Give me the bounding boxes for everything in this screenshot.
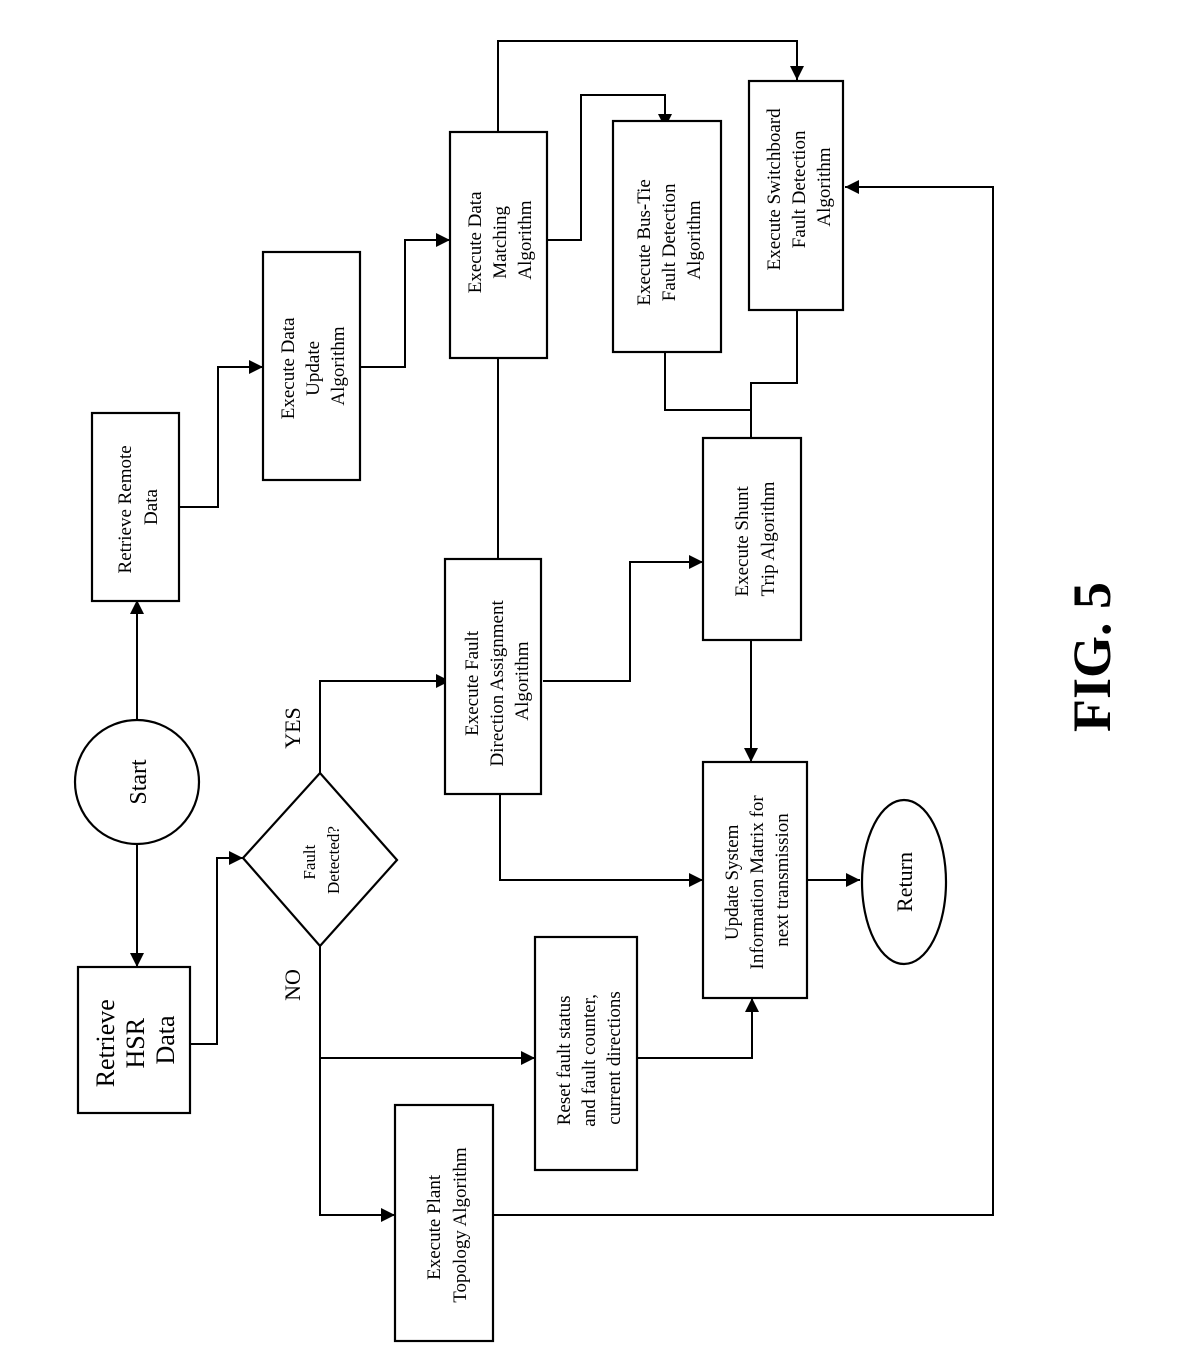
data-matching-box — [448, 130, 549, 360]
update-matrix-label: Update System Information Matrix for nex… — [722, 791, 793, 970]
edge-fault-direction-to-shunt-trip — [543, 555, 703, 682]
node-data-matching: Execute Data Matching Algorithm — [448, 130, 549, 360]
retrieve-hsr-box — [76, 965, 192, 1115]
node-data-update: Execute Data Update Algorithm — [261, 250, 362, 482]
edge-fault-direction-to-update-matrix — [499, 790, 703, 887]
edge-retrieve-hsr-to-fault-detected — [190, 851, 243, 1045]
node-bus-tie: Execute Bus-Tie Fault Detection Algorith… — [611, 119, 723, 354]
edge-reset-fault-to-update-matrix — [628, 998, 759, 1059]
switchboard-label: Execute Switchboard Fault Detection Algo… — [764, 104, 835, 271]
edge-switchboard-to-shunt-trip — [744, 300, 798, 467]
node-shunt-trip: Execute Shunt Trip Algorithm — [701, 436, 803, 642]
reset-fault-label: Reset fault status and fault counter, cu… — [554, 989, 625, 1126]
start-terminal-shape — [73, 718, 201, 846]
return-label: Return — [892, 852, 917, 912]
fault-direction-label: Execute Fault Direction Assignment Algor… — [462, 596, 533, 767]
node-retrieve-remote-data: Retrieve Remote Data — [90, 411, 181, 603]
node-plant-topology: Execute Plant Topology Algorithm — [393, 1103, 495, 1343]
fault-detected-diamond — [241, 771, 399, 948]
node-start: Start — [73, 718, 201, 846]
shunt-trip-box — [701, 436, 803, 642]
edge-plant-topology-to-switchboard — [493, 180, 994, 1216]
fault-detected-label: Fault Detected? — [300, 826, 343, 894]
reset-fault-box — [533, 935, 639, 1172]
bus-tie-box — [611, 119, 723, 354]
node-return: Return — [860, 798, 948, 966]
fault-direction-box — [443, 557, 543, 796]
edge-bus-tie-to-shunt-trip — [664, 350, 751, 411]
yes-branch-label: YES — [280, 707, 305, 749]
update-matrix-box — [701, 760, 809, 1000]
node-fault-direction: Execute Fault Direction Assignment Algor… — [443, 557, 543, 796]
data-update-label: Execute Data Update Algorithm — [278, 313, 349, 420]
retrieve-remote-box — [90, 411, 181, 603]
switchboard-box — [747, 79, 845, 312]
edge-yes-to-fault-direction — [319, 674, 450, 773]
edge-data-update-to-data-matching — [358, 233, 450, 368]
edge-data-matching-to-bus-tie — [543, 94, 672, 241]
start-label: Start — [126, 759, 152, 805]
data-update-box — [261, 250, 362, 482]
data-matching-label: Execute Data Matching Algorithm — [465, 187, 536, 294]
node-reset-fault: Reset fault status and fault counter, cu… — [533, 935, 639, 1172]
edge-data-matching-to-switchboard — [497, 40, 804, 152]
no-branch-label: NO — [280, 969, 305, 1001]
node-retrieve-hsr-data: Retrieve HSR Data — [76, 965, 192, 1115]
figure-caption: FIG. 5 — [1062, 582, 1122, 732]
node-fault-detected: Fault Detected? — [241, 771, 399, 948]
node-update-matrix: Update System Information Matrix for nex… — [701, 760, 809, 1000]
edge-retrieve-remote-to-data-update — [168, 360, 263, 508]
plant-topology-label: Execute Plant Topology Algorithm — [424, 1147, 471, 1303]
retrieve-remote-label: Retrieve Remote Data — [115, 441, 162, 574]
node-switchboard: Execute Switchboard Fault Detection Algo… — [747, 79, 845, 312]
retrieve-hsr-label: Retrieve HSR Data — [91, 993, 180, 1088]
edge-no-branch-trunk — [319, 946, 395, 1222]
return-terminal-shape — [860, 798, 948, 966]
shunt-trip-label: Execute Shunt Trip Algorithm — [732, 481, 779, 596]
connectors — [130, 40, 994, 1222]
bus-tie-label: Execute Bus-Tie Fault Detection Algorith… — [634, 174, 705, 305]
plant-topology-box — [393, 1103, 495, 1343]
